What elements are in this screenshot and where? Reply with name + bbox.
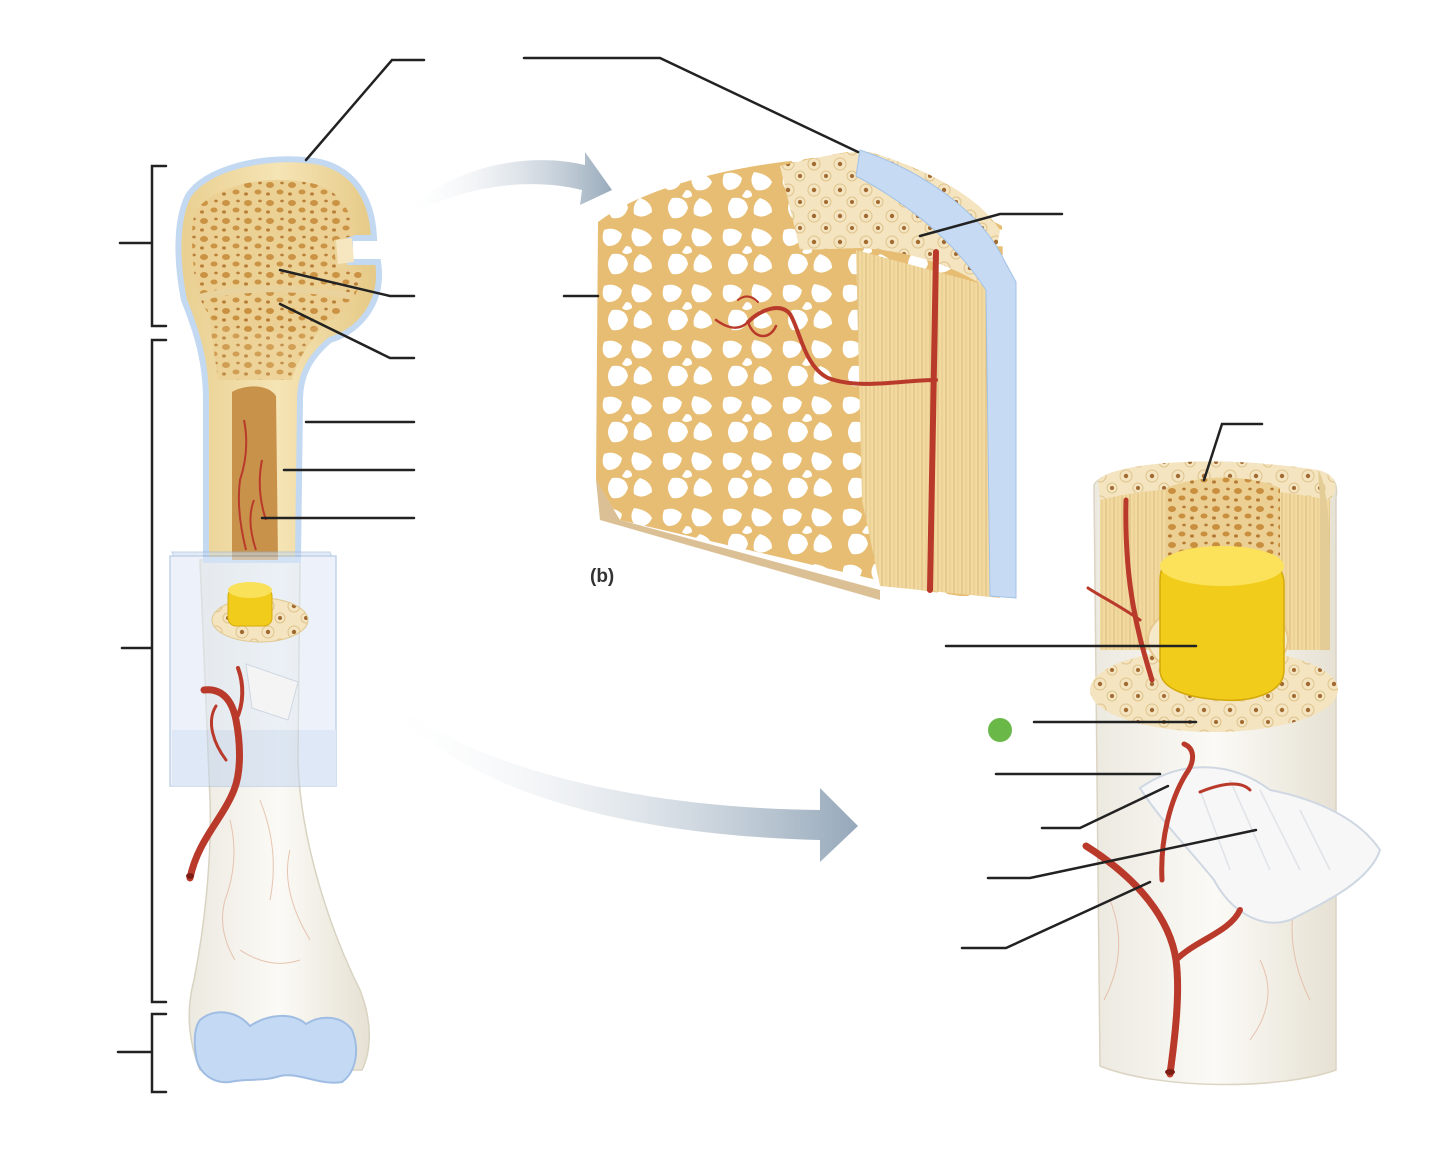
leader-lines: [116, 56, 1264, 1094]
leader-inset-articular-cartilage: [522, 56, 860, 154]
bracket-diaphysis: [120, 338, 168, 1004]
spongy-vessels: [714, 249, 939, 593]
bracket-proximal-epiphysis: [118, 164, 168, 328]
arrow-to-shaft-detail: [372, 686, 858, 862]
arrow-to-spongy-detail: [398, 152, 612, 222]
shaft-vessels: [1082, 497, 1252, 1078]
panel-label-b: (b): [590, 566, 614, 587]
epiphyseal-line: [197, 285, 351, 302]
leader-epiphyseal-line: [278, 302, 416, 360]
leader-articular-cartilage: [304, 58, 426, 162]
distal-articular-cartilage: [193, 1011, 358, 1084]
leader-perforating-fibers: [1040, 784, 1170, 830]
leader-nutrient-vessel: [960, 880, 1152, 950]
green-dot-marker[interactable]: [988, 718, 1012, 742]
shaft-section-detail: [1082, 461, 1382, 1086]
leader-endosteum: [1202, 422, 1264, 482]
bracket-distal-epiphysis: [116, 1012, 168, 1094]
spongy-bone-detail: (b): [590, 149, 1017, 600]
nutrient-artery-main: [186, 666, 245, 882]
medullary-cavity: [232, 386, 278, 560]
leader-spongy-bone: [278, 268, 416, 298]
leader-nutrient-arteries: [986, 828, 1258, 880]
leader-inset-compact-bone: [918, 212, 1064, 238]
compact-bone-slab: [856, 250, 1000, 598]
long-bone-illustration: [169, 156, 382, 1084]
periosteum-slab: [855, 149, 1017, 599]
periosteum-peel: [1138, 766, 1382, 924]
